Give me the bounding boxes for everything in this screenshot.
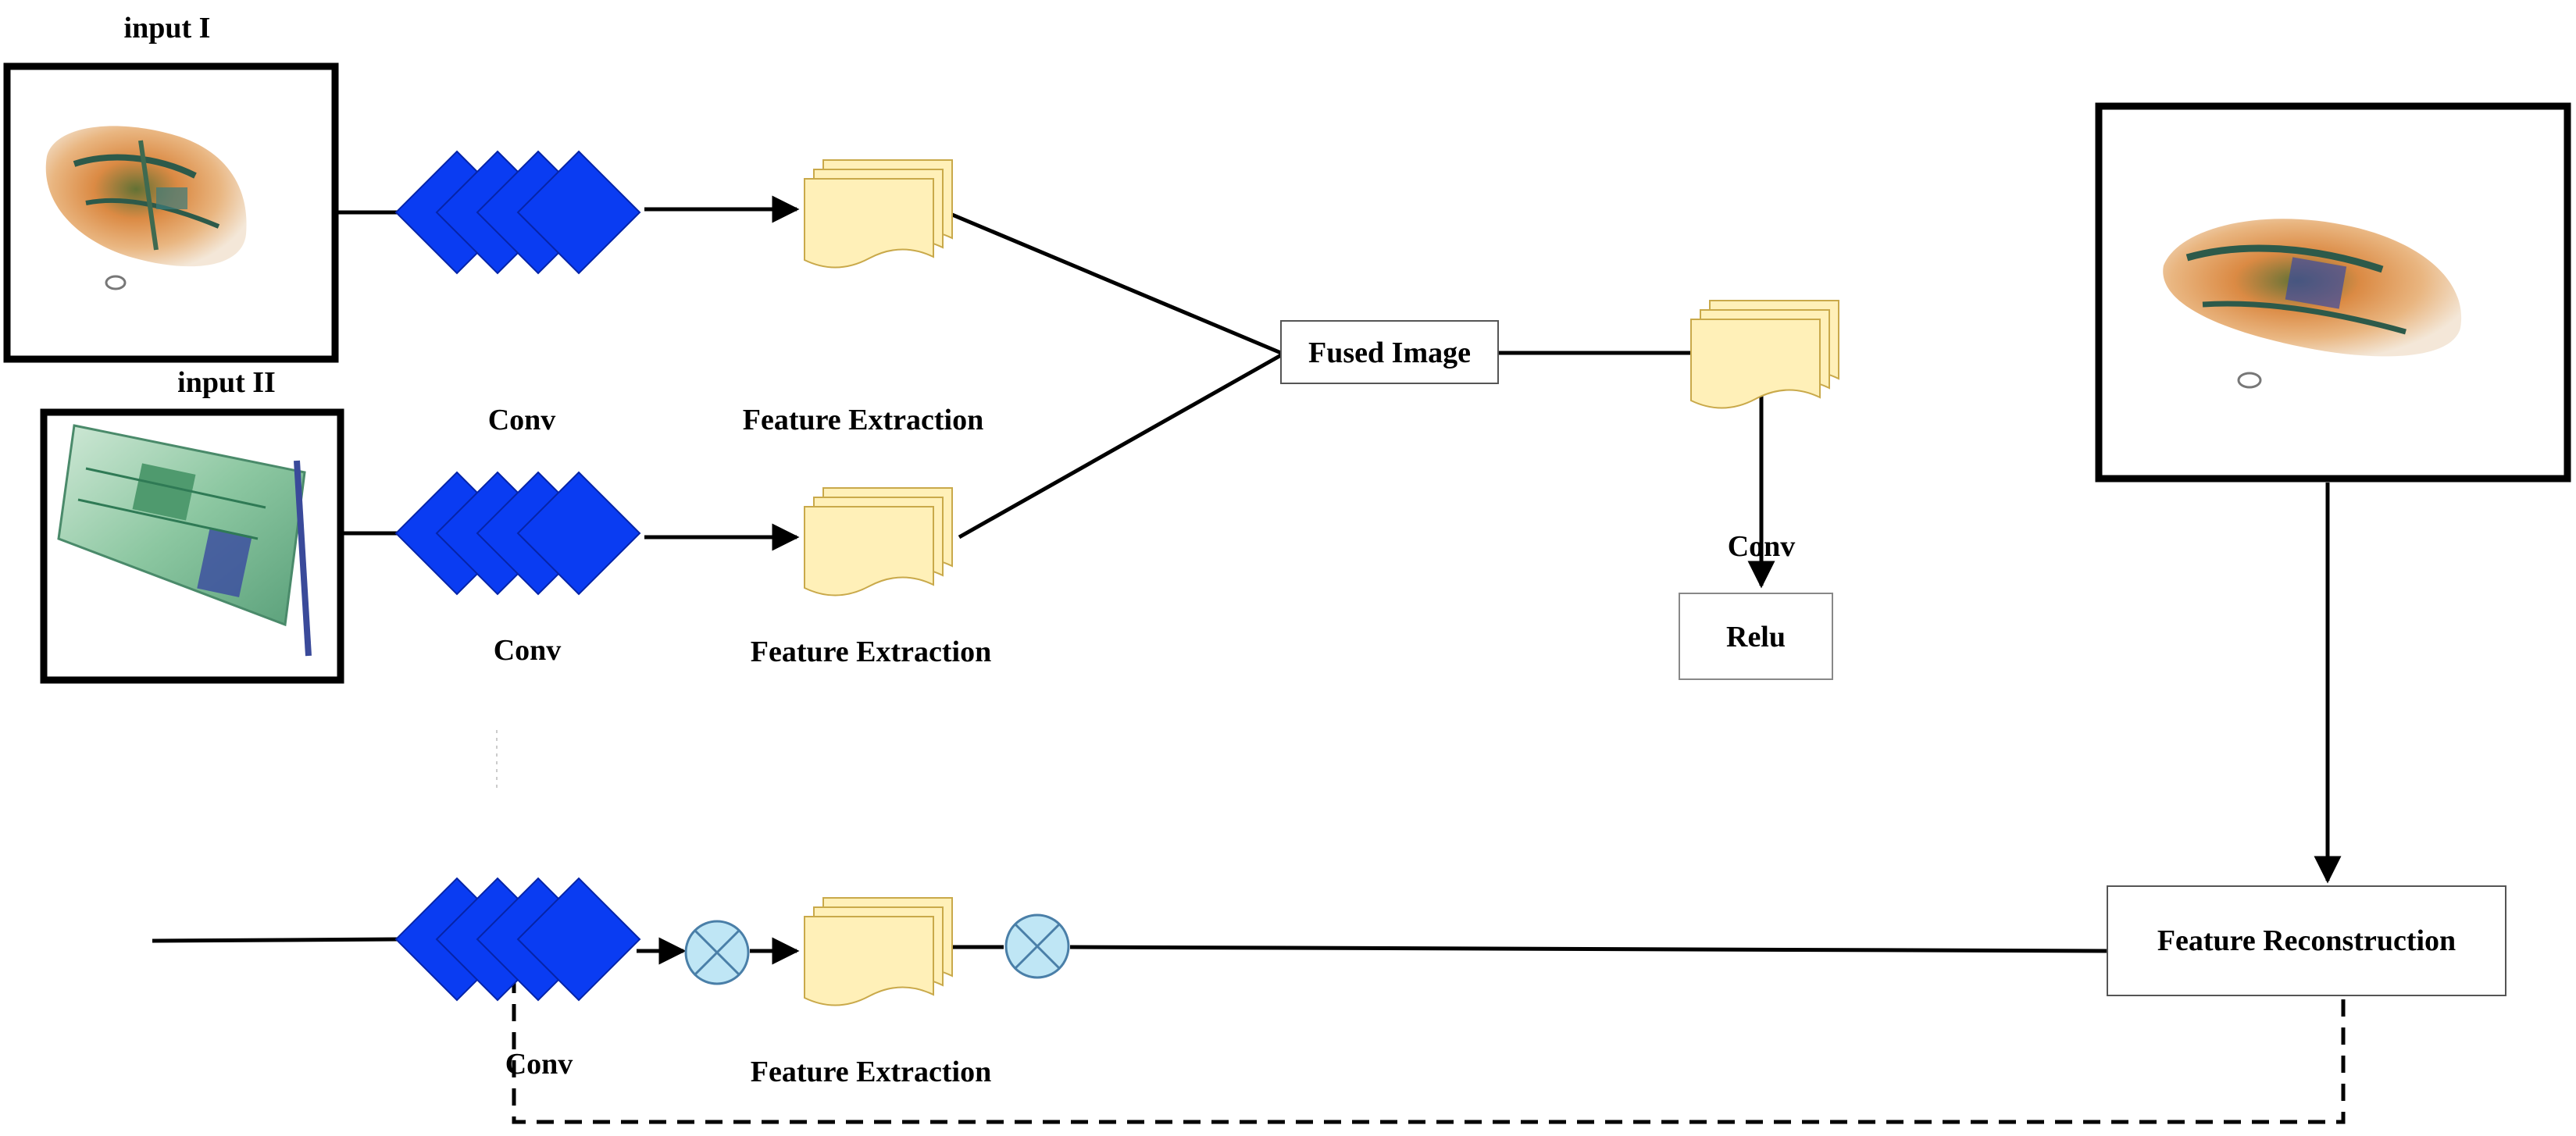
- conv-label-2: Conv: [494, 634, 562, 667]
- feature-extraction-label-2: Feature Extraction: [751, 636, 992, 668]
- relu-label: Relu: [1726, 621, 1786, 653]
- connectors: [152, 195, 2346, 1124]
- feature-extraction-label-3: Feature Extraction: [751, 1056, 992, 1088]
- multiply-circles: [684, 913, 1070, 985]
- feature-stacks: [804, 159, 1839, 1006]
- input-1-label: input I: [124, 12, 211, 45]
- fused-image-box-group: Fused Image: [1280, 320, 1499, 384]
- conv-diamond-icon: [516, 877, 641, 1002]
- input-2-label: input II: [177, 366, 276, 399]
- relu-box-group: Relu: [1679, 593, 1833, 680]
- feature-map-stack-2: [1690, 300, 1839, 409]
- feature-reconstruction-label: Feature Reconstruction: [2157, 924, 2456, 957]
- feature-reconstruction-box: [2107, 885, 2506, 996]
- feature-map-sheet-icon: [804, 506, 934, 596]
- conv-stack-1: [394, 150, 641, 275]
- output-fused-image-group: [2095, 102, 2571, 483]
- conv-stacks: [394, 150, 641, 1002]
- feature-map-stack-4: [804, 897, 953, 1006]
- conv-diamond-icon: [516, 471, 641, 596]
- conv-label-3: Conv: [1728, 530, 1796, 563]
- input-1-group: input I: [3, 12, 339, 363]
- input-2-group: input II: [40, 366, 344, 684]
- conv-diamond-icon: [516, 150, 641, 275]
- conv-stack-2: [394, 471, 641, 596]
- feature-extraction-label-1: Feature Extraction: [743, 404, 984, 436]
- output-fused-xray-image: [2163, 219, 2462, 389]
- feature-reconstruction-box-group: Feature Reconstruction: [2107, 885, 2506, 996]
- fused-image-label: Fused Image: [1308, 337, 1471, 369]
- feature-map-sheet-icon: [804, 178, 934, 269]
- feature-map-sheet-icon: [804, 916, 934, 1006]
- multiply-circle-icon: [1004, 913, 1070, 979]
- feature-map-stack-1: [804, 159, 953, 269]
- conv-label-4: Conv: [505, 1048, 573, 1081]
- fused-image-box: [1280, 320, 1499, 384]
- feature-map-sheet-icon: [1690, 319, 1821, 409]
- feature-map-stack-3: [804, 487, 953, 596]
- conv-label-1: Conv: [488, 404, 556, 436]
- relu-box: [1679, 593, 1833, 680]
- conv-stack-3: [394, 877, 641, 1002]
- input-1-xray-image: [45, 126, 247, 290]
- input-2-circuit-board-image: [57, 424, 312, 657]
- multiply-circle-icon: [684, 920, 750, 985]
